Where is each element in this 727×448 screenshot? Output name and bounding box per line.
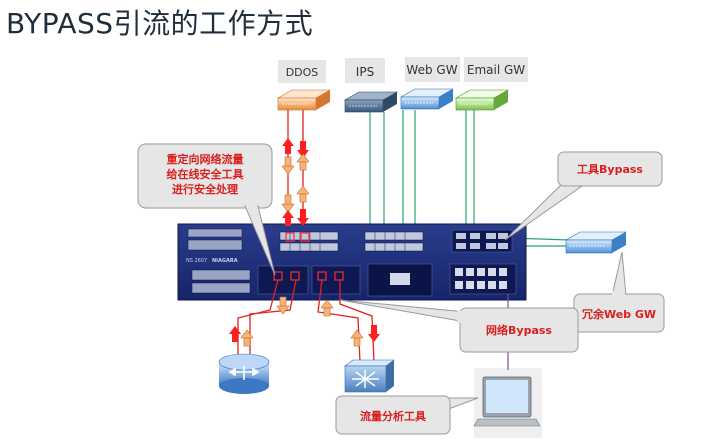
callout-redirect-line3: 进行安全处理 xyxy=(172,182,238,196)
ips-label-box xyxy=(345,58,385,83)
flow-arrows-network xyxy=(229,296,380,347)
callout-redirect-line1: 重定向网络流量 xyxy=(167,152,244,166)
web-gw-label: Web GW xyxy=(406,63,457,77)
arrow-up-red xyxy=(282,138,294,154)
callout-network-bypass-label: 网络Bypass xyxy=(486,323,552,337)
tool-bypass-ports xyxy=(456,233,508,249)
laptop-icon xyxy=(473,368,542,438)
ddos-device: DDOS xyxy=(276,60,332,111)
arrow-up-red-2 xyxy=(282,210,294,226)
ips-device: IPS xyxy=(343,58,399,113)
arrow-down-red-2 xyxy=(297,209,309,226)
arrow-down-orange-3 xyxy=(276,296,290,315)
router-icon xyxy=(218,353,270,394)
svg-text:NIAGARA: NIAGARA xyxy=(212,258,238,264)
callout-traffic-analysis-label: 流量分析工具 xyxy=(360,409,426,423)
callout-standby-web-gw: 冗余Web GW xyxy=(573,251,665,333)
slide-title: BYPASS引流的工作方式 xyxy=(6,7,314,40)
email-gw-label: Email GW xyxy=(467,63,525,77)
ips-appliance-icon xyxy=(343,91,399,113)
arrow-down-orange xyxy=(281,156,295,175)
callout-redirect-line2: 给在线安全工具 xyxy=(167,167,244,181)
switch-icon xyxy=(344,359,395,393)
email-gw-label-box xyxy=(464,57,528,82)
svg-text:NS 2607: NS 2607 xyxy=(186,258,207,264)
web-gw-label-box xyxy=(405,57,460,82)
web-gw-appliance-icon xyxy=(399,88,455,110)
callout-tool-bypass-label: 工具Bypass xyxy=(577,163,643,176)
arrow-up-orange-2 xyxy=(296,185,310,203)
arrow-up-orange-4 xyxy=(240,329,254,347)
tool-bypass-module xyxy=(451,229,513,253)
email-gw-appliance-icon xyxy=(454,89,510,111)
arrow-up-orange-3 xyxy=(320,299,334,317)
packet-broker-chassis: NS 2607 NIAGARA xyxy=(177,223,527,301)
callout-redirect: 重定向网络流量 给在线安全工具 进行安全处理 xyxy=(137,143,276,276)
ddos-label: DDOS xyxy=(286,66,319,79)
arrow-down-red-3 xyxy=(368,325,380,342)
ips-label: IPS xyxy=(356,65,374,79)
email-gw-device: Email GW xyxy=(454,57,528,111)
bypass-module-1 xyxy=(257,265,309,295)
ddos-appliance-icon xyxy=(276,89,332,111)
callout-tool-bypass: 工具Bypass xyxy=(504,151,663,241)
sfp-ports-left xyxy=(187,228,251,294)
arrow-up-orange-5 xyxy=(350,329,364,347)
ddos-label-box xyxy=(278,60,326,83)
arrow-down-orange-2 xyxy=(281,194,295,213)
flow-arrows-ddos xyxy=(281,138,310,226)
callout-traffic-analysis: 流量分析工具 xyxy=(335,395,479,435)
callout-network-bypass: 网络Bypass xyxy=(339,299,579,353)
web-gw-device: Web GW xyxy=(399,57,460,110)
arrow-up-red-3 xyxy=(229,326,241,342)
network-bypass-ports xyxy=(455,268,507,289)
callout-standby-web-gw-label: 冗余Web GW xyxy=(581,307,656,321)
arrow-up-orange xyxy=(296,153,310,171)
center-module-port xyxy=(390,273,410,285)
tool-links xyxy=(369,110,571,247)
standby-web-gw-appliance-icon xyxy=(564,231,628,254)
